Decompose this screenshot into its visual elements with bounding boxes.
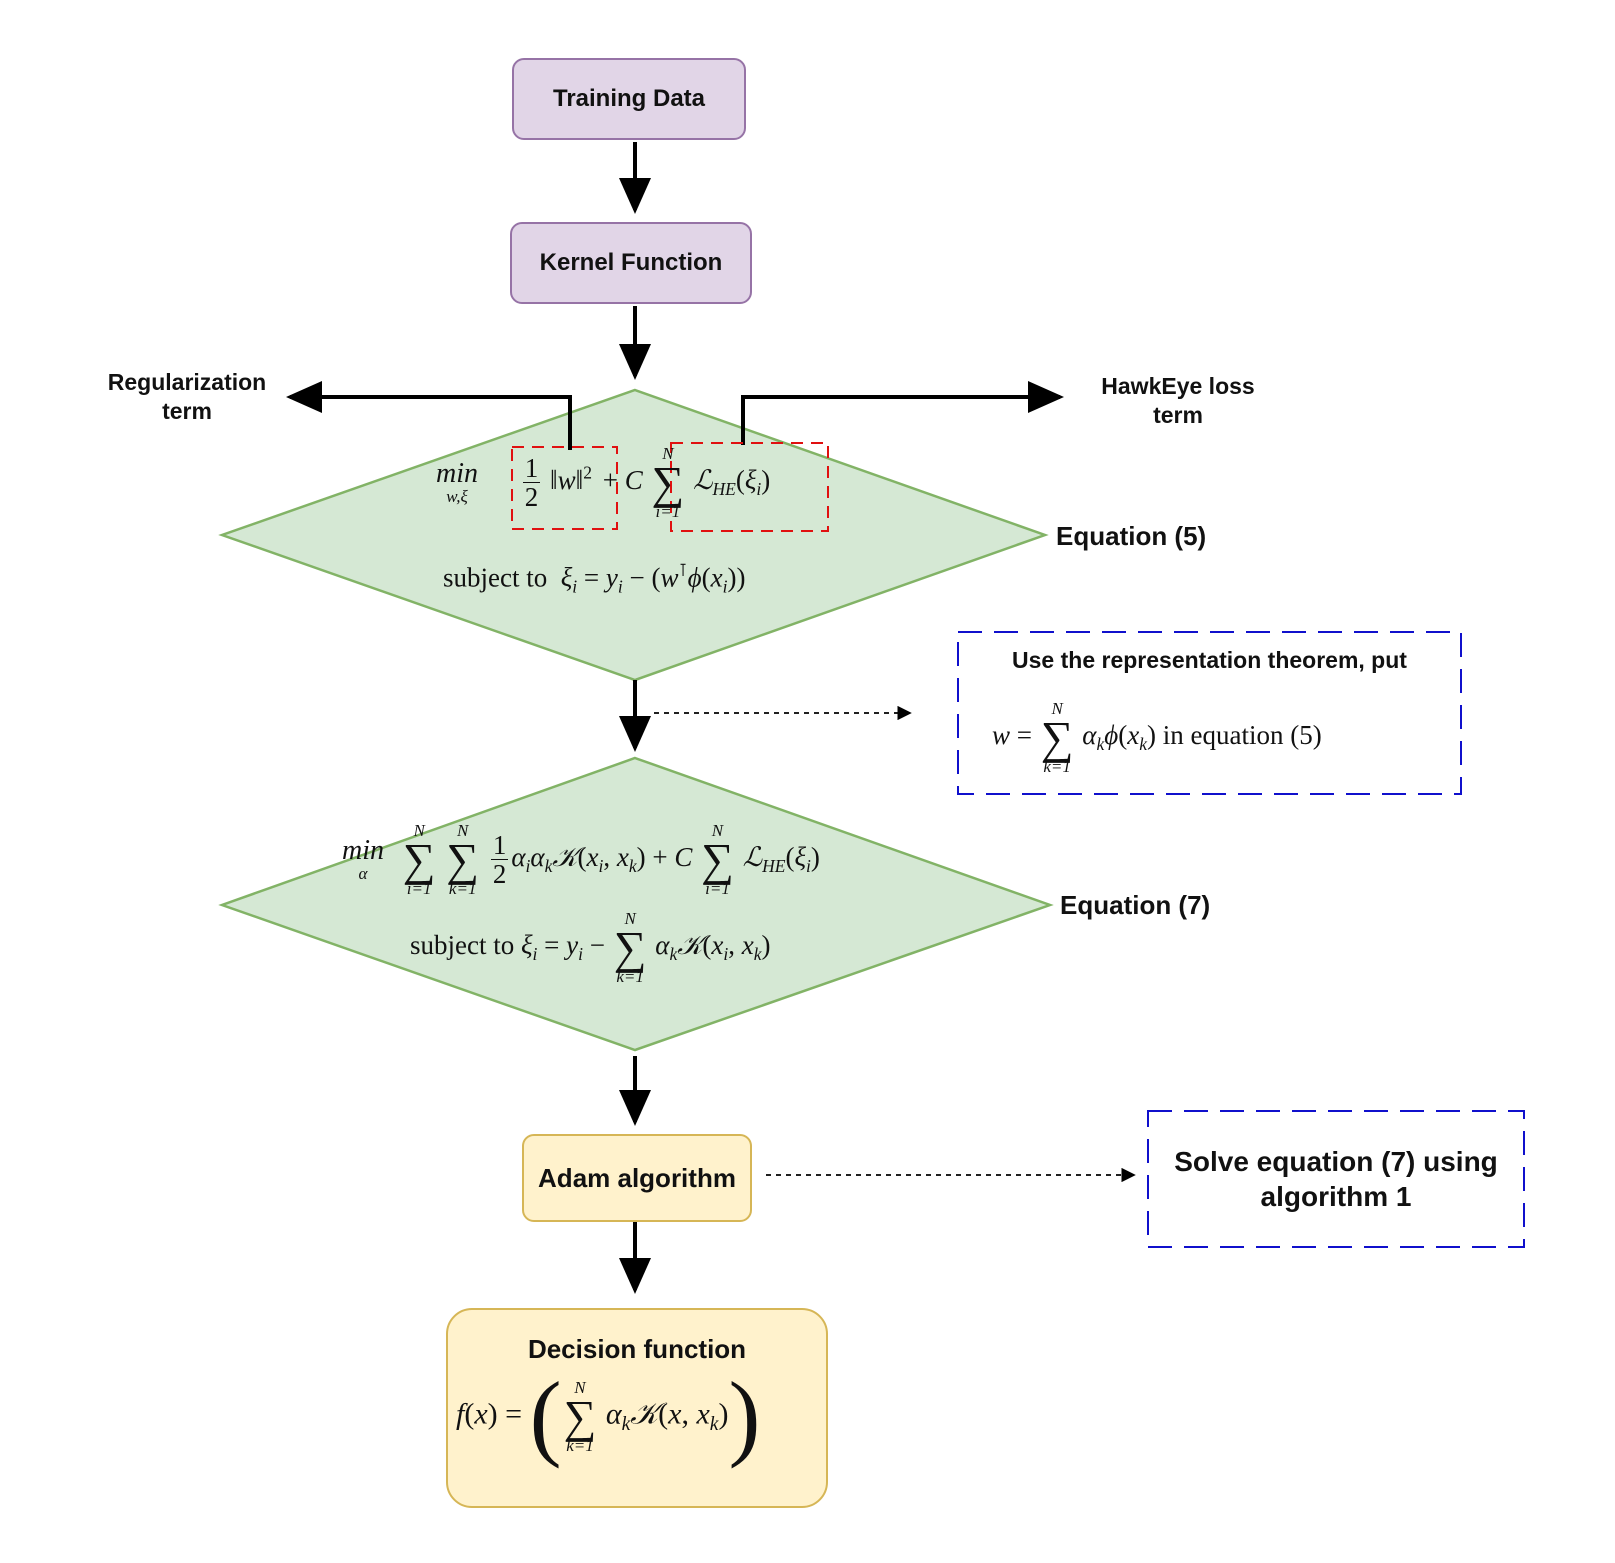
equation-7-label: Equation (7) (1060, 890, 1211, 920)
arrow-hawkeye (741, 381, 1064, 445)
representation-note-title: Use the representation theorem, put (1012, 647, 1407, 673)
decision-function-node: Decision function (446, 1308, 828, 1508)
solve-note-text: Solve equation (7) using algorithm 1 (1174, 1146, 1498, 1212)
regularization-highlight (511, 446, 618, 530)
hawkeye-highlight (670, 442, 829, 532)
equation-5-constraint: subject to ξi = yi − (w⊺ϕ(xi)) (443, 560, 746, 597)
regularization-term-label: Regularization term (107, 369, 267, 424)
adam-algorithm-node: Adam algorithm (522, 1134, 752, 1222)
hawkeye-loss-term-label: HawkEye loss term (1101, 373, 1255, 428)
kernel-function-node: Kernel Function (510, 222, 752, 304)
arrow-regularization (286, 381, 572, 450)
equation-7-constraint: subject to ξi = yi − N∑k=1 αk𝒦(xi, xk) (410, 909, 771, 987)
decision-function-title: Decision function (527, 1334, 747, 1364)
training-data-node: Training Data (512, 58, 746, 140)
representation-note-frame (957, 631, 1462, 795)
objective-diamond-eq7 (218, 756, 1054, 1052)
objective-diamond-eq5 (218, 388, 1049, 682)
equation-5-label: Equation (5) (1056, 521, 1207, 551)
solve-note-frame (1147, 1110, 1525, 1248)
training-data-label: Training Data (552, 85, 706, 112)
adam-algorithm-label: Adam algorithm (538, 1162, 736, 1193)
kernel-function-label: Kernel Function (539, 249, 723, 276)
decision-formula: f(x) = (N∑k=1 αk𝒦(x, xk)) (456, 1362, 761, 1469)
representation-formula: w = N∑k=1 αkϕ(xk) in equation (5) (992, 699, 1322, 777)
